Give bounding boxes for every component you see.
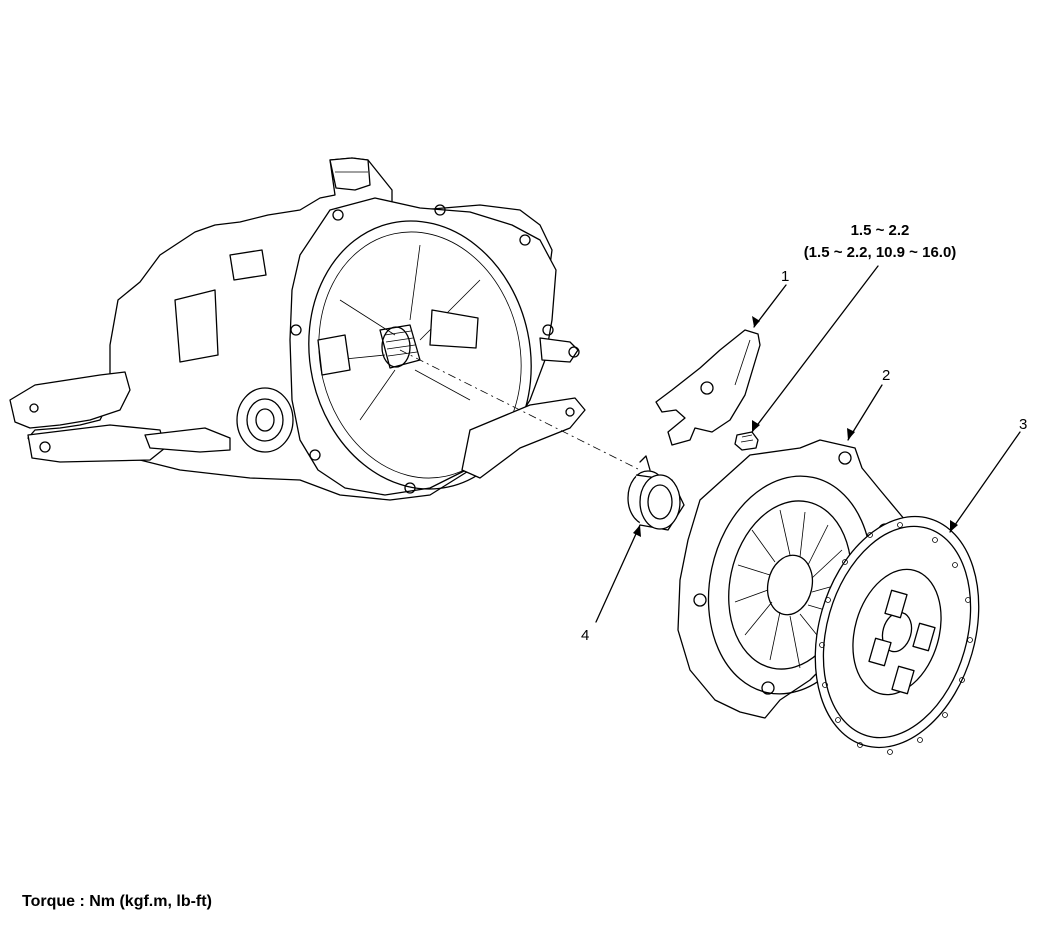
- callout-number-2: 2: [882, 367, 891, 384]
- callout-number-1: 1: [781, 268, 790, 285]
- callout-number-3: 3: [1019, 416, 1028, 433]
- torque-imperial-value: (1.5 ~ 2.2, 10.9 ~ 16.0): [803, 244, 957, 261]
- torque-units-legend: Torque : Nm (kgf.m, lb-ft): [22, 893, 212, 910]
- torque-nm-value: 1.5 ~ 2.2: [850, 222, 910, 239]
- transaxle-housing: [9, 157, 586, 501]
- leader-arrows: [595, 265, 1021, 623]
- release-bearing: [627, 455, 685, 531]
- callout-number-4: 4: [581, 627, 590, 644]
- shaft-centerline: [399, 349, 641, 471]
- fork-bolt: [734, 431, 759, 451]
- clutch-release-fork: [655, 329, 761, 446]
- clutch-disc: [814, 515, 980, 755]
